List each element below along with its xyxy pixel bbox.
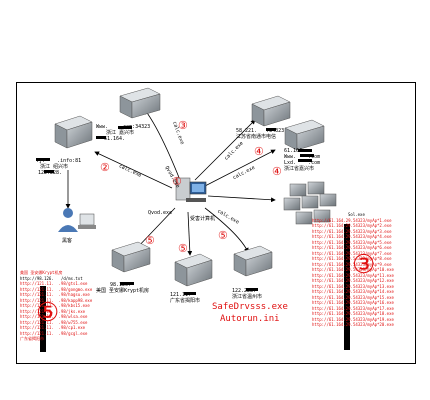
right-list-item: http://61.164.29.54323/myAp*17.exe (312, 305, 394, 311)
right-line3: Lxd. .com (284, 160, 321, 166)
right-list-item: http://61.164.29.54323/myAp*15.exe (312, 294, 394, 300)
server-right (284, 119, 325, 151)
marker-1: ① (172, 175, 182, 188)
right-list-item: http://61.164.29.54323/myAp*3.exe (312, 228, 392, 234)
middle-text-line2: Autorun.ini (220, 314, 280, 324)
right-line4: 浙江省嘉兴市 (284, 166, 315, 172)
server-bottom-left (111, 241, 151, 273)
left-list-item: http://121.11. .98/hagsu.exe (20, 292, 90, 297)
edge-center-bottomright (204, 207, 249, 253)
edge-center-top (144, 109, 181, 181)
right-line2: Www. .com (284, 154, 321, 160)
diagram-frame (16, 82, 416, 364)
right-list-item: http://61.164.29.54323/myAp*11.exe (312, 272, 394, 278)
edge-center-topright (194, 119, 256, 181)
server-top-center (119, 87, 161, 119)
right-list-title: Sol.exe (348, 212, 365, 217)
right-list-item: http://61.164.29.54323/myAp*18.exe (312, 311, 394, 316)
left-line1: Tj. .info:81 (36, 158, 82, 164)
left-list-item: http://121.11. .98/cp1.exe (20, 325, 86, 330)
bottom-right-line2: 浙江省温州市 (232, 294, 263, 300)
right-list-item: http://61.164.29.54323/myAp*4.exe (312, 234, 392, 239)
right-list: Sol.exe http://61.164.29.54323/myAp*1.ex… (312, 212, 394, 328)
left-list-item: http://121.11. .98/kapp98.exe (20, 297, 93, 303)
right-list-item: http://61.164.29.54323/myAp*20.exe (312, 322, 394, 327)
top-center-line3: 61.164. (104, 136, 138, 142)
right-list-item: http://61.164.29.54323/myAp*16.exe (312, 300, 394, 305)
right-list-item: http://61.164.29.54323/myAp*13.exe (312, 283, 394, 289)
left-list-item: http://121.11. .98/wlsa.exe (20, 314, 88, 319)
left-list-item: http://121.11. .98/jks.exe (20, 308, 86, 314)
top-right-line1: 58.221. :34323 (236, 128, 285, 134)
left-list-item: http://121.11. .98/w755.exe (20, 319, 88, 325)
right-list-item: http://61.164.29.54323/myAp*19.exe (312, 316, 394, 322)
right-list-item: http://61.164.29.54323/myAp*9.exe (312, 261, 392, 267)
left-list-header1: 美国 圣安娜Krypt机房 (20, 270, 63, 275)
bottom-left-line2: 美国 圣安娜Krypt机房 (96, 288, 150, 294)
hacker-label: 黑客 (62, 238, 73, 244)
right-list-item: http://61.164.29.54323/myAp*14.exe (312, 289, 394, 294)
bottom-center-line2: 广东省揭阳市 (170, 298, 201, 304)
marker-5a: ⑤ (145, 234, 155, 247)
marker-4a: ④ (254, 145, 264, 158)
left-list-item: http://121.11. .98/gts1.exe (20, 281, 88, 286)
right-list-item: http://61.164.29.54323/myAp*7.exe (312, 250, 392, 256)
left-list-item: http://121.11. .98/kbs15.exe (20, 303, 90, 308)
middle-text-line1: SafeDrvsss.exe (212, 302, 288, 312)
victim-caption: 受害计算机 (190, 216, 216, 222)
marker-4b: ④ (272, 165, 282, 178)
left-list-item: http://121.11. .98/gcgl.exe (20, 330, 88, 336)
bottom-left-line1: 98.126. (110, 282, 144, 288)
hacker-icon (58, 208, 96, 232)
edge-center-bottomleft (134, 207, 176, 251)
right-list-item: http://61.164.29.54323/myAp*10.exe (312, 267, 394, 272)
right-list-item: http://61.164.29.54323/myAp*8.exe (312, 256, 392, 261)
left-line2: 浙江 绍兴市 (40, 164, 69, 170)
bottom-right-line1: 122.228. (232, 288, 266, 294)
marker-5c: ⑤ (218, 229, 228, 242)
edge-center-cluster (207, 195, 276, 203)
left-list: 美国 圣安娜Krypt机房 http://98.126. /d/ms.txt h… (20, 270, 92, 342)
right-list-item: http://61.164.29.54323/myAp*1.exe (312, 217, 392, 223)
bottom-center-line1: 121.11. (170, 292, 204, 298)
edge-center-right (204, 149, 276, 187)
top-center-line1: Www. .com:34323 (96, 124, 151, 130)
top-center-line2: 浙江 嘉兴市 (106, 130, 135, 136)
server-left (54, 115, 93, 149)
server-cluster (283, 181, 337, 225)
marker-2: ② (100, 161, 110, 174)
server-bottom-right (233, 245, 273, 277)
marker-3: ③ (178, 119, 188, 132)
big-marker-3: ③ (352, 250, 376, 280)
server-bottom-center (174, 253, 213, 287)
left-list-item: http://121.11. .98/gongmo.exe (20, 286, 93, 292)
top-right-line2: 江苏省南通市电信 (236, 134, 277, 140)
server-top-right (251, 95, 291, 127)
left-line3: 122.228. (38, 170, 72, 176)
victim-computer-icon (175, 177, 207, 202)
edge-center-left (94, 151, 173, 189)
edge-center-bottom (187, 211, 193, 256)
left-list-footer: 广东省揭阳市 (20, 336, 44, 341)
redaction-marks (36, 126, 350, 352)
right-list-item: http://61.164.29.54323/myAp*5.exe (312, 239, 392, 245)
victim-label: Qvod.exe (148, 210, 173, 216)
right-list-item: http://61.164.29.54323/myAp*2.exe (312, 223, 392, 228)
marker-5b: ⑤ (178, 242, 188, 255)
left-list-header2: http://98.126. /d/ms.txt (20, 275, 83, 281)
right-list-item: http://61.164.29.54323/myAp*12.exe (312, 278, 394, 283)
right-list-item: http://61.164.29.54323/myAp*6.exe (312, 245, 392, 250)
right-line1: 61.164. (284, 148, 318, 154)
big-marker-5: ⑤ (36, 298, 60, 328)
